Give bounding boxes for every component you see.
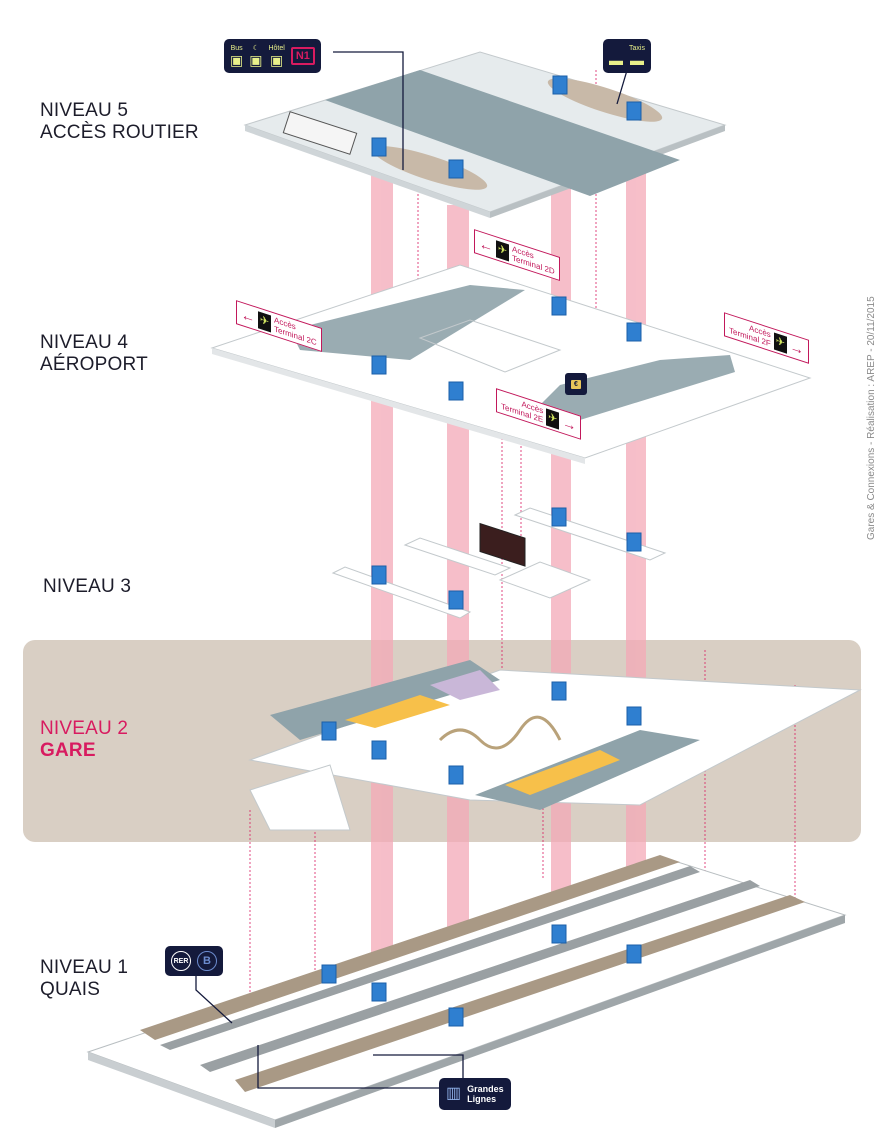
- level-1-label: NIVEAU 1 QUAIS: [40, 957, 128, 1001]
- elevator-icon: [371, 740, 387, 760]
- elevator-icon: [448, 765, 464, 785]
- level-name: AÉROPORT: [40, 354, 148, 375]
- elevator-icon: [371, 137, 387, 157]
- level-2-slab: [248, 660, 862, 831]
- badge-connectors: [195, 51, 629, 1089]
- night-bus-icon: ☾▣: [249, 45, 263, 68]
- track: [160, 866, 700, 1050]
- plane-icon: ✈: [773, 331, 787, 354]
- currency-exchange-icon: €: [565, 373, 587, 395]
- elevator-icon: [626, 944, 642, 964]
- elevator-icon: [371, 355, 387, 375]
- rer-b-badge: RER B: [165, 946, 223, 976]
- elevators: [321, 75, 642, 1027]
- level-number: NIVEAU 1: [40, 957, 129, 978]
- elevator-icon: [551, 507, 567, 527]
- rer-icon: RER: [171, 951, 191, 971]
- track: [200, 880, 760, 1072]
- train-icon: ▥: [446, 1085, 462, 1102]
- level-number: NIVEAU 5: [40, 100, 129, 121]
- elevator-icon: [626, 706, 642, 726]
- grandes-lignes-train: [235, 895, 805, 1092]
- bus-island: [372, 146, 488, 190]
- level-number: NIVEAU 3: [43, 576, 132, 597]
- elevator-icon: [448, 159, 464, 179]
- elevator-icon: [551, 924, 567, 944]
- elevator-icon: [448, 381, 464, 401]
- walkway-2e: [530, 355, 735, 420]
- elevator-icon: [551, 296, 567, 316]
- line-b-icon: B: [197, 951, 217, 971]
- arrow-right-icon: →: [789, 337, 804, 358]
- arrow-right-icon: →: [562, 413, 577, 434]
- level-4-slab: [210, 264, 812, 464]
- hotel-shuttle-icon: Hôtel▣: [268, 45, 285, 68]
- road: [325, 70, 680, 196]
- elevator-icon: [371, 565, 387, 585]
- walkway-2c: [290, 285, 525, 360]
- level-3-label: NIVEAU 3: [43, 576, 131, 598]
- elevator-icon: [321, 721, 337, 741]
- level-5-label: NIVEAU 5 ACCÈS ROUTIER: [40, 100, 199, 144]
- plane-icon: ✈: [496, 239, 509, 261]
- taxi-icon: Taxis▬: [629, 45, 645, 68]
- elevator-icon: [551, 681, 567, 701]
- taxi-badge: ▬ Taxis▬: [603, 39, 651, 73]
- level-name: GARE: [40, 740, 96, 761]
- level-number: NIVEAU 2: [40, 718, 129, 739]
- queue-lines: [438, 715, 562, 750]
- level-1-platforms: [86, 855, 847, 1128]
- level-5-slab: [243, 51, 727, 218]
- bus-icon: Bus▣: [230, 45, 244, 68]
- credit-text: Gares & Connexions - Réalisation : AREP …: [866, 296, 877, 540]
- elevator-icon: [626, 532, 642, 552]
- car-rental-icon: ▬: [609, 52, 623, 68]
- n1-badge: N1: [290, 47, 315, 65]
- elevator-icon: [626, 101, 642, 121]
- elevator-icon: [448, 590, 464, 610]
- elevator-icon: [448, 1007, 464, 1027]
- departure-board: [479, 522, 526, 567]
- elevator-icon: [371, 982, 387, 1002]
- level-name: ACCÈS ROUTIER: [40, 122, 199, 143]
- bus-services-badge: Bus▣ ☾▣ Hôtel▣ N1: [224, 39, 321, 73]
- arrow-left-icon: ←: [479, 234, 493, 255]
- level-4-label: NIVEAU 4 AÉROPORT: [40, 332, 148, 376]
- level-2-label: NIVEAU 2 GARE: [40, 718, 128, 762]
- arrow-left-icon: ←: [241, 305, 255, 326]
- elevator-icon: [552, 75, 568, 95]
- bus-vehicle: [282, 111, 358, 155]
- level-name: QUAIS: [40, 979, 101, 1000]
- elevator-icon: [321, 964, 337, 984]
- pillar: [626, 170, 646, 960]
- level-number: NIVEAU 4: [40, 332, 129, 353]
- plane-icon: ✈: [258, 310, 271, 332]
- elevator-icon: [626, 322, 642, 342]
- rer-train: [140, 855, 680, 1040]
- plane-icon: ✈: [546, 407, 560, 430]
